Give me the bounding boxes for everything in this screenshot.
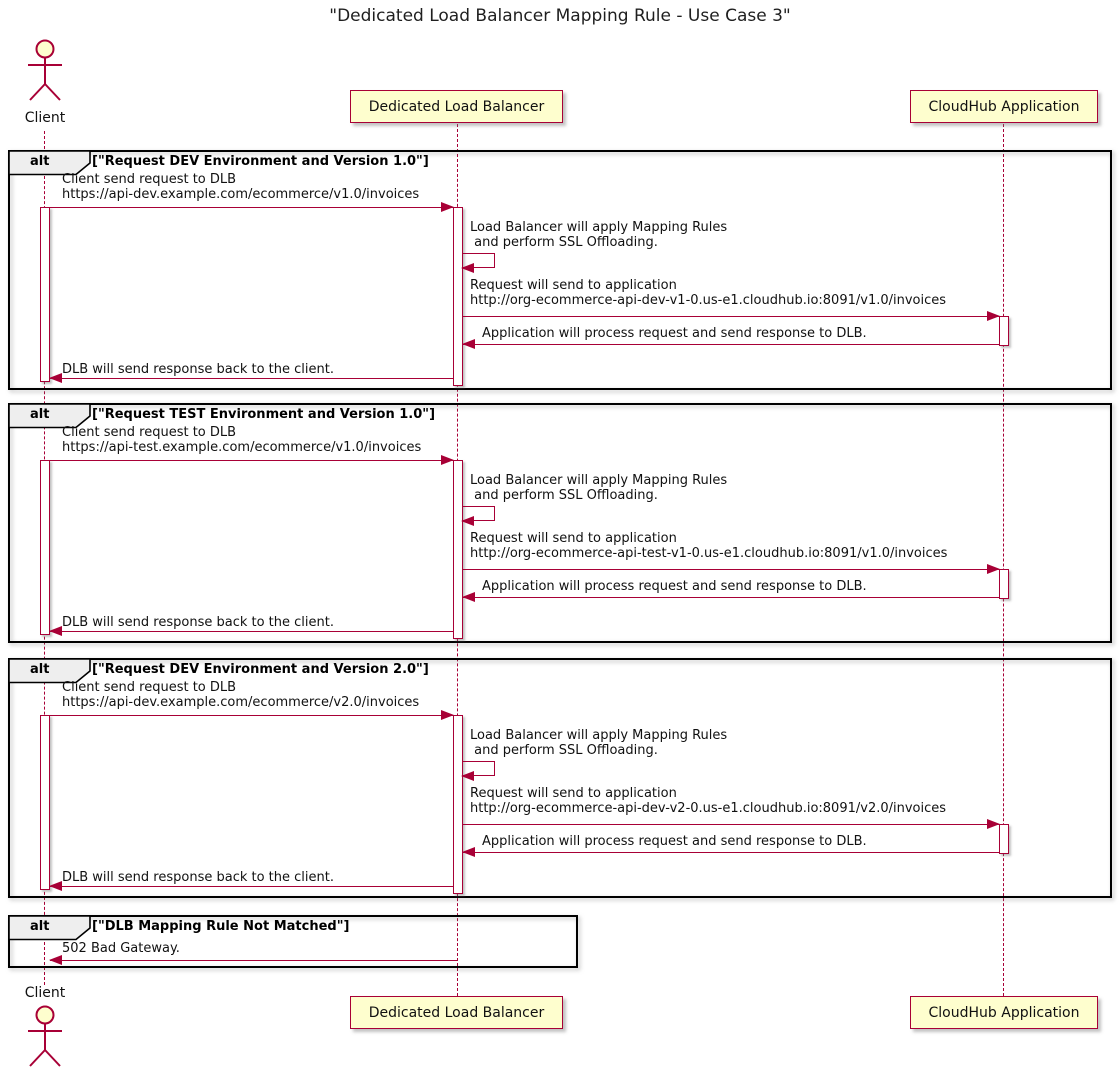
arrowhead-right-icon [441,710,454,720]
message-request-text: Client send request to DLB https://api-d… [62,680,420,710]
arrowhead-left-icon [461,263,474,273]
activation-bar-client [40,207,50,382]
arrow-dlb-to-cloudhub [463,311,1000,321]
message-self-text: Load Balancer will apply Mapping Rules a… [470,220,728,250]
arrowhead-right-icon [441,455,454,465]
arrow-cloudhub-to-dlb [462,847,999,857]
self-message-loop [461,761,495,781]
self-message-loop [461,253,495,273]
arrow-cloudhub-to-dlb [462,592,999,602]
alt-operator-tab [8,915,91,941]
arrow-client-to-dlb [50,455,454,465]
alt-guard-label: ["DLB Mapping Rule Not Matched"] [92,919,350,934]
message-self-text: Load Balancer will apply Mapping Rules a… [470,728,728,758]
arrowhead-left-icon [49,881,62,891]
alt-operator-label: alt [30,662,50,677]
arrowhead-left-icon [49,626,62,636]
participant-label-dlb-bottom: Dedicated Load Balancer [368,1004,545,1021]
message-app-response-text: Application will process request and sen… [482,326,867,341]
message-request-text: Client send request to DLB https://api-d… [62,172,420,202]
actor-label-client-bottom: Client [24,985,66,1001]
fragment-frame [8,658,1112,898]
arrow-dlb-to-client [49,881,453,891]
alt-operator-label: alt [30,154,50,169]
arrow-client-to-dlb [50,202,454,212]
activation-bar-client [40,715,50,890]
message-forward-text: Request will send to application http://… [470,278,947,308]
arrow-dlb-to-client [49,626,453,636]
participant-box-dlb-top: Dedicated Load Balancer [350,90,563,123]
activation-bar-client [40,460,50,635]
alt-guard-label: ["Request DEV Environment and Version 1.… [92,154,429,169]
arrow-dlb-to-cloudhub [463,564,1000,574]
participant-box-cloudhub-top: CloudHub Application [910,90,1098,123]
activation-bar-cloudhub [999,569,1009,599]
message-client-response-text: DLB will send response back to the clien… [62,362,334,377]
arrow-client-to-dlb [50,710,454,720]
actor-icon-client-top [28,39,62,101]
arrowhead-left-icon [49,955,62,965]
arrowhead-left-icon [462,847,475,857]
message-app-response-text: Application will process request and sen… [482,579,867,594]
arrow-dlb-to-client [49,955,458,965]
activation-bar-cloudhub [999,824,1009,854]
message-error-text: 502 Bad Gateway. [62,941,180,956]
participant-label-cloudhub-top: CloudHub Application [928,98,1080,115]
arrowhead-left-icon [461,516,474,526]
message-client-response-text: DLB will send response back to the clien… [62,870,334,885]
message-forward-text: Request will send to application http://… [470,786,947,816]
arrowhead-left-icon [462,592,475,602]
arrowhead-left-icon [49,373,62,383]
arrowhead-right-icon [987,564,1000,574]
activation-bar-cloudhub [999,316,1009,346]
alt-operator-tab [8,150,91,176]
activation-bar-dlb [453,460,463,639]
fragment-frame [8,403,1112,643]
participant-box-dlb-bottom: Dedicated Load Balancer [350,996,563,1029]
fragment-frame [8,150,1112,390]
message-request-text: Client send request to DLB https://api-t… [62,425,422,455]
alt-operator-label: alt [30,919,50,934]
activation-bar-dlb [453,207,463,386]
participant-box-cloudhub-bottom: CloudHub Application [910,996,1098,1029]
actor-icon-client-bottom [28,1005,62,1067]
arrowhead-right-icon [441,202,454,212]
message-app-response-text: Application will process request and sen… [482,834,867,849]
fragment-frame [8,915,578,968]
alt-operator-tab [8,658,91,684]
alt-operator-tab [8,403,91,429]
activation-bar-dlb [453,715,463,894]
arrowhead-left-icon [461,771,474,781]
message-client-response-text: DLB will send response back to the clien… [62,615,334,630]
alt-operator-label: alt [30,407,50,422]
arrow-cloudhub-to-dlb [462,339,999,349]
participant-label-cloudhub-bottom: CloudHub Application [928,1004,1080,1021]
self-message-loop [461,506,495,526]
arrowhead-right-icon [987,311,1000,321]
message-forward-text: Request will send to application http://… [470,531,948,561]
arrowhead-left-icon [462,339,475,349]
message-self-text: Load Balancer will apply Mapping Rules a… [470,473,728,503]
alt-guard-label: ["Request TEST Environment and Version 1… [92,407,436,422]
participant-label-dlb-top: Dedicated Load Balancer [368,98,545,115]
diagram-title: "Dedicated Load Balancer Mapping Rule - … [329,6,791,26]
arrow-dlb-to-client [49,373,453,383]
arrow-dlb-to-cloudhub [463,819,1000,829]
alt-guard-label: ["Request DEV Environment and Version 2.… [92,662,429,677]
actor-label-client-top: Client [24,110,66,126]
lifeline-cloudhub [1003,124,1004,996]
arrowhead-right-icon [987,819,1000,829]
